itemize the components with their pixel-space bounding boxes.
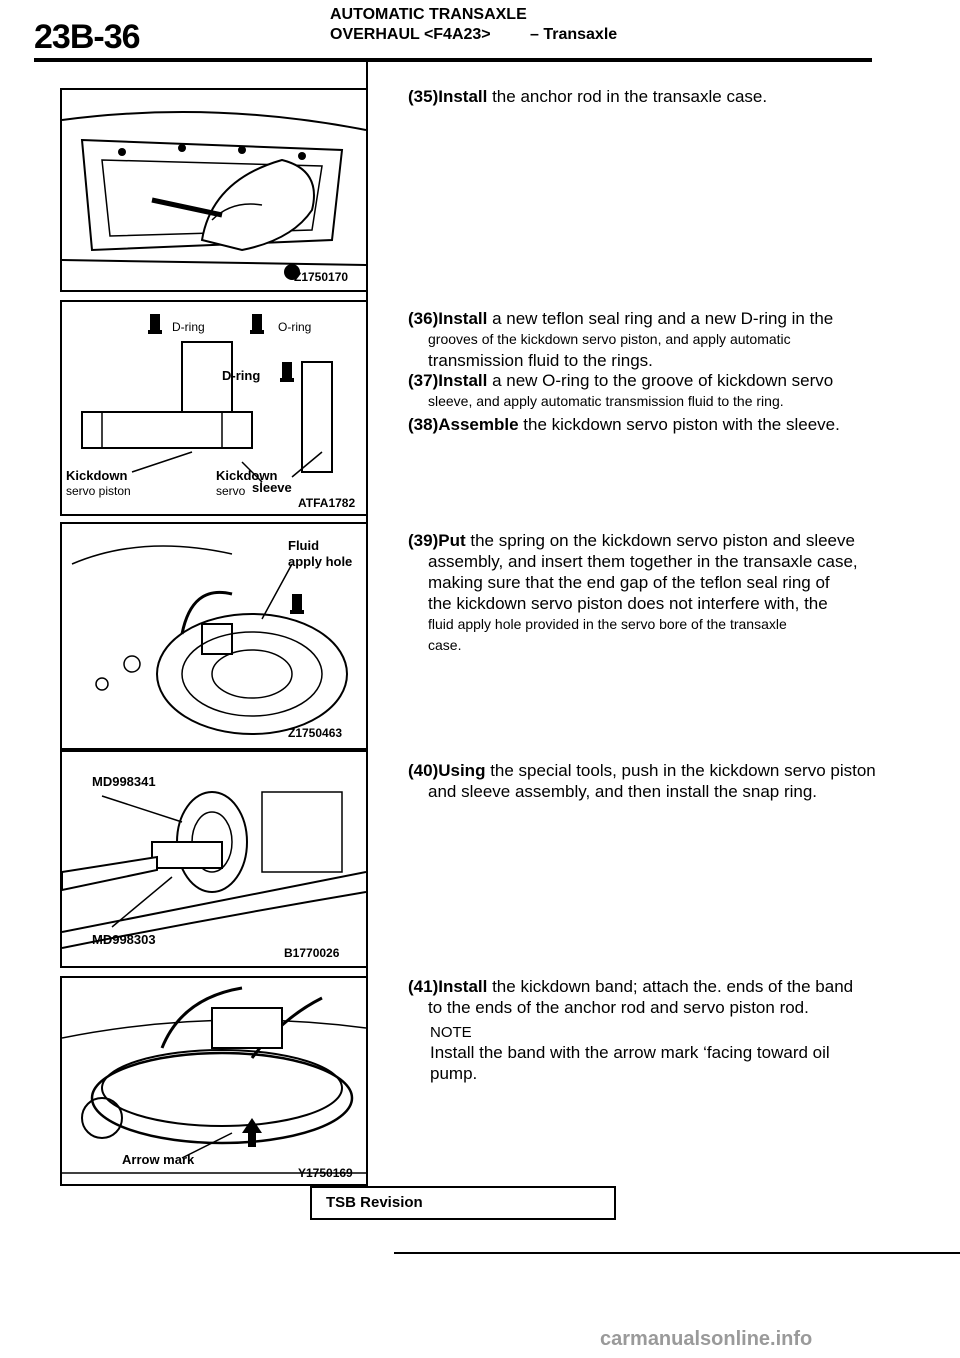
label-fluid: Fluid bbox=[288, 538, 320, 553]
kickdown-band-illustration bbox=[62, 986, 366, 1174]
step-text: the spring on the kickdown servo piston … bbox=[465, 531, 855, 550]
label-apply-hole: apply hole bbox=[288, 554, 353, 569]
step-text: the kickdown servo piston with the sleev… bbox=[518, 415, 840, 434]
anchor-rod-illustration bbox=[62, 111, 366, 280]
step-text: sleeve, and apply automatic transmission… bbox=[428, 393, 784, 409]
label-oring: O-ring bbox=[278, 320, 312, 334]
servo-piston-illustration bbox=[81, 314, 333, 483]
note-body: Install the band with the arrow mark ‘fa… bbox=[430, 1042, 880, 1084]
step-number: (40)Using bbox=[408, 761, 486, 780]
step-number: (38)Assemble bbox=[408, 415, 519, 434]
header-title-line2: OVERHAUL <F4A23> bbox=[330, 26, 491, 43]
header-section: – Transaxle bbox=[530, 26, 618, 43]
figure-servo-piston: D-ring O-ring D-ring Kickdown servo pist… bbox=[60, 300, 368, 516]
step-40: (40)Using the special tools, push in the… bbox=[408, 760, 878, 802]
step-text: fluid apply hole provided in the servo b… bbox=[428, 616, 787, 632]
step-text: and sleeve assembly, and then install th… bbox=[428, 782, 818, 801]
step-text: case. bbox=[428, 637, 462, 653]
step-number: (37)Install bbox=[408, 371, 488, 390]
note-text: pump. bbox=[430, 1064, 478, 1083]
label-tool-md998303: MD998303 bbox=[92, 932, 156, 947]
figure-code: Z1750170 bbox=[294, 270, 349, 284]
figure-code: B1770026 bbox=[284, 946, 340, 960]
label-sleeve: sleeve bbox=[252, 480, 292, 495]
step-37: (37)Install a new O-ring to the groove o… bbox=[408, 370, 878, 412]
figure-special-tools: MD998341 MD998303 B1770026 bbox=[60, 750, 368, 968]
step-text: transmission fluid to the rings. bbox=[428, 351, 653, 370]
label-dring-left: D-ring bbox=[172, 320, 205, 334]
step-38: (38)Assemble the kickdown servo piston w… bbox=[408, 414, 878, 435]
step-number: (36)Install bbox=[408, 309, 488, 328]
step-text: making sure that the end gap of the tefl… bbox=[428, 573, 830, 592]
step-text: assembly, and insert them together in th… bbox=[428, 552, 858, 571]
figure-kickdown-band: Arrow mark Y1750169 bbox=[60, 976, 368, 1186]
note-text: Install the band with the arrow mark ‘fa… bbox=[430, 1043, 830, 1062]
footer-watermark: carmanualsonline.info bbox=[600, 1328, 813, 1350]
fluid-apply-hole-illustration bbox=[71, 545, 348, 735]
figure-code: Z1750463 bbox=[288, 726, 343, 740]
step-number: (41)Install bbox=[408, 977, 488, 996]
step-36: (36)Install a new teflon seal ring and a… bbox=[408, 308, 878, 371]
tsb-revision-box: TSB Revision bbox=[310, 1186, 616, 1220]
step-text: the anchor rod in the transaxle case. bbox=[487, 87, 768, 106]
step-text: to the ends of the anchor rod and servo … bbox=[428, 998, 809, 1017]
tsb-revision-label: TSB Revision bbox=[326, 1194, 423, 1211]
label-kickdown-left: Kickdown bbox=[66, 468, 128, 483]
header-title-line1: AUTOMATIC TRANSAXLE bbox=[330, 6, 527, 23]
step-35: (35)Install the anchor rod in the transa… bbox=[408, 86, 878, 107]
header-rule bbox=[34, 58, 872, 62]
step-text: grooves of the kickdown servo piston, an… bbox=[428, 331, 791, 347]
label-servo-piston: servo piston bbox=[66, 484, 131, 498]
step-text: the kickdown band; attach the. ends of t… bbox=[487, 977, 854, 996]
label-arrow-mark: Arrow mark bbox=[122, 1152, 195, 1167]
special-tools-illustration bbox=[62, 791, 366, 949]
step-text: the kickdown servo piston does not inter… bbox=[428, 594, 828, 613]
step-text: a new O-ring to the groove of kickdown s… bbox=[487, 371, 834, 390]
bottom-rule bbox=[394, 1252, 960, 1254]
page-number: 23B-36 bbox=[34, 18, 141, 56]
step-number: (39)Put bbox=[408, 531, 466, 550]
label-kickdown-right: Kickdown bbox=[216, 468, 278, 483]
figure-code: ATFA1782 bbox=[298, 496, 356, 510]
step-41: (41)Install the kickdown band; attach th… bbox=[408, 976, 878, 1018]
step-text: the special tools, push in the kickdown … bbox=[485, 761, 876, 780]
figure-code: Y1750169 bbox=[298, 1166, 353, 1180]
note-heading: NOTE bbox=[430, 1024, 472, 1041]
label-dring-center: D-ring bbox=[222, 368, 261, 383]
figure-fluid-apply-hole: Fluid apply hole Z1750463 bbox=[60, 522, 368, 750]
label-tool-md998341: MD998341 bbox=[92, 774, 156, 789]
step-number: (35)Install bbox=[408, 87, 488, 106]
step-text: a new teflon seal ring and a new D-ring … bbox=[487, 309, 834, 328]
step-39: (39)Put the spring on the kickdown servo… bbox=[408, 530, 878, 656]
label-servo: servo bbox=[216, 484, 246, 498]
figure-anchor-rod: Z1750170 bbox=[60, 88, 368, 292]
